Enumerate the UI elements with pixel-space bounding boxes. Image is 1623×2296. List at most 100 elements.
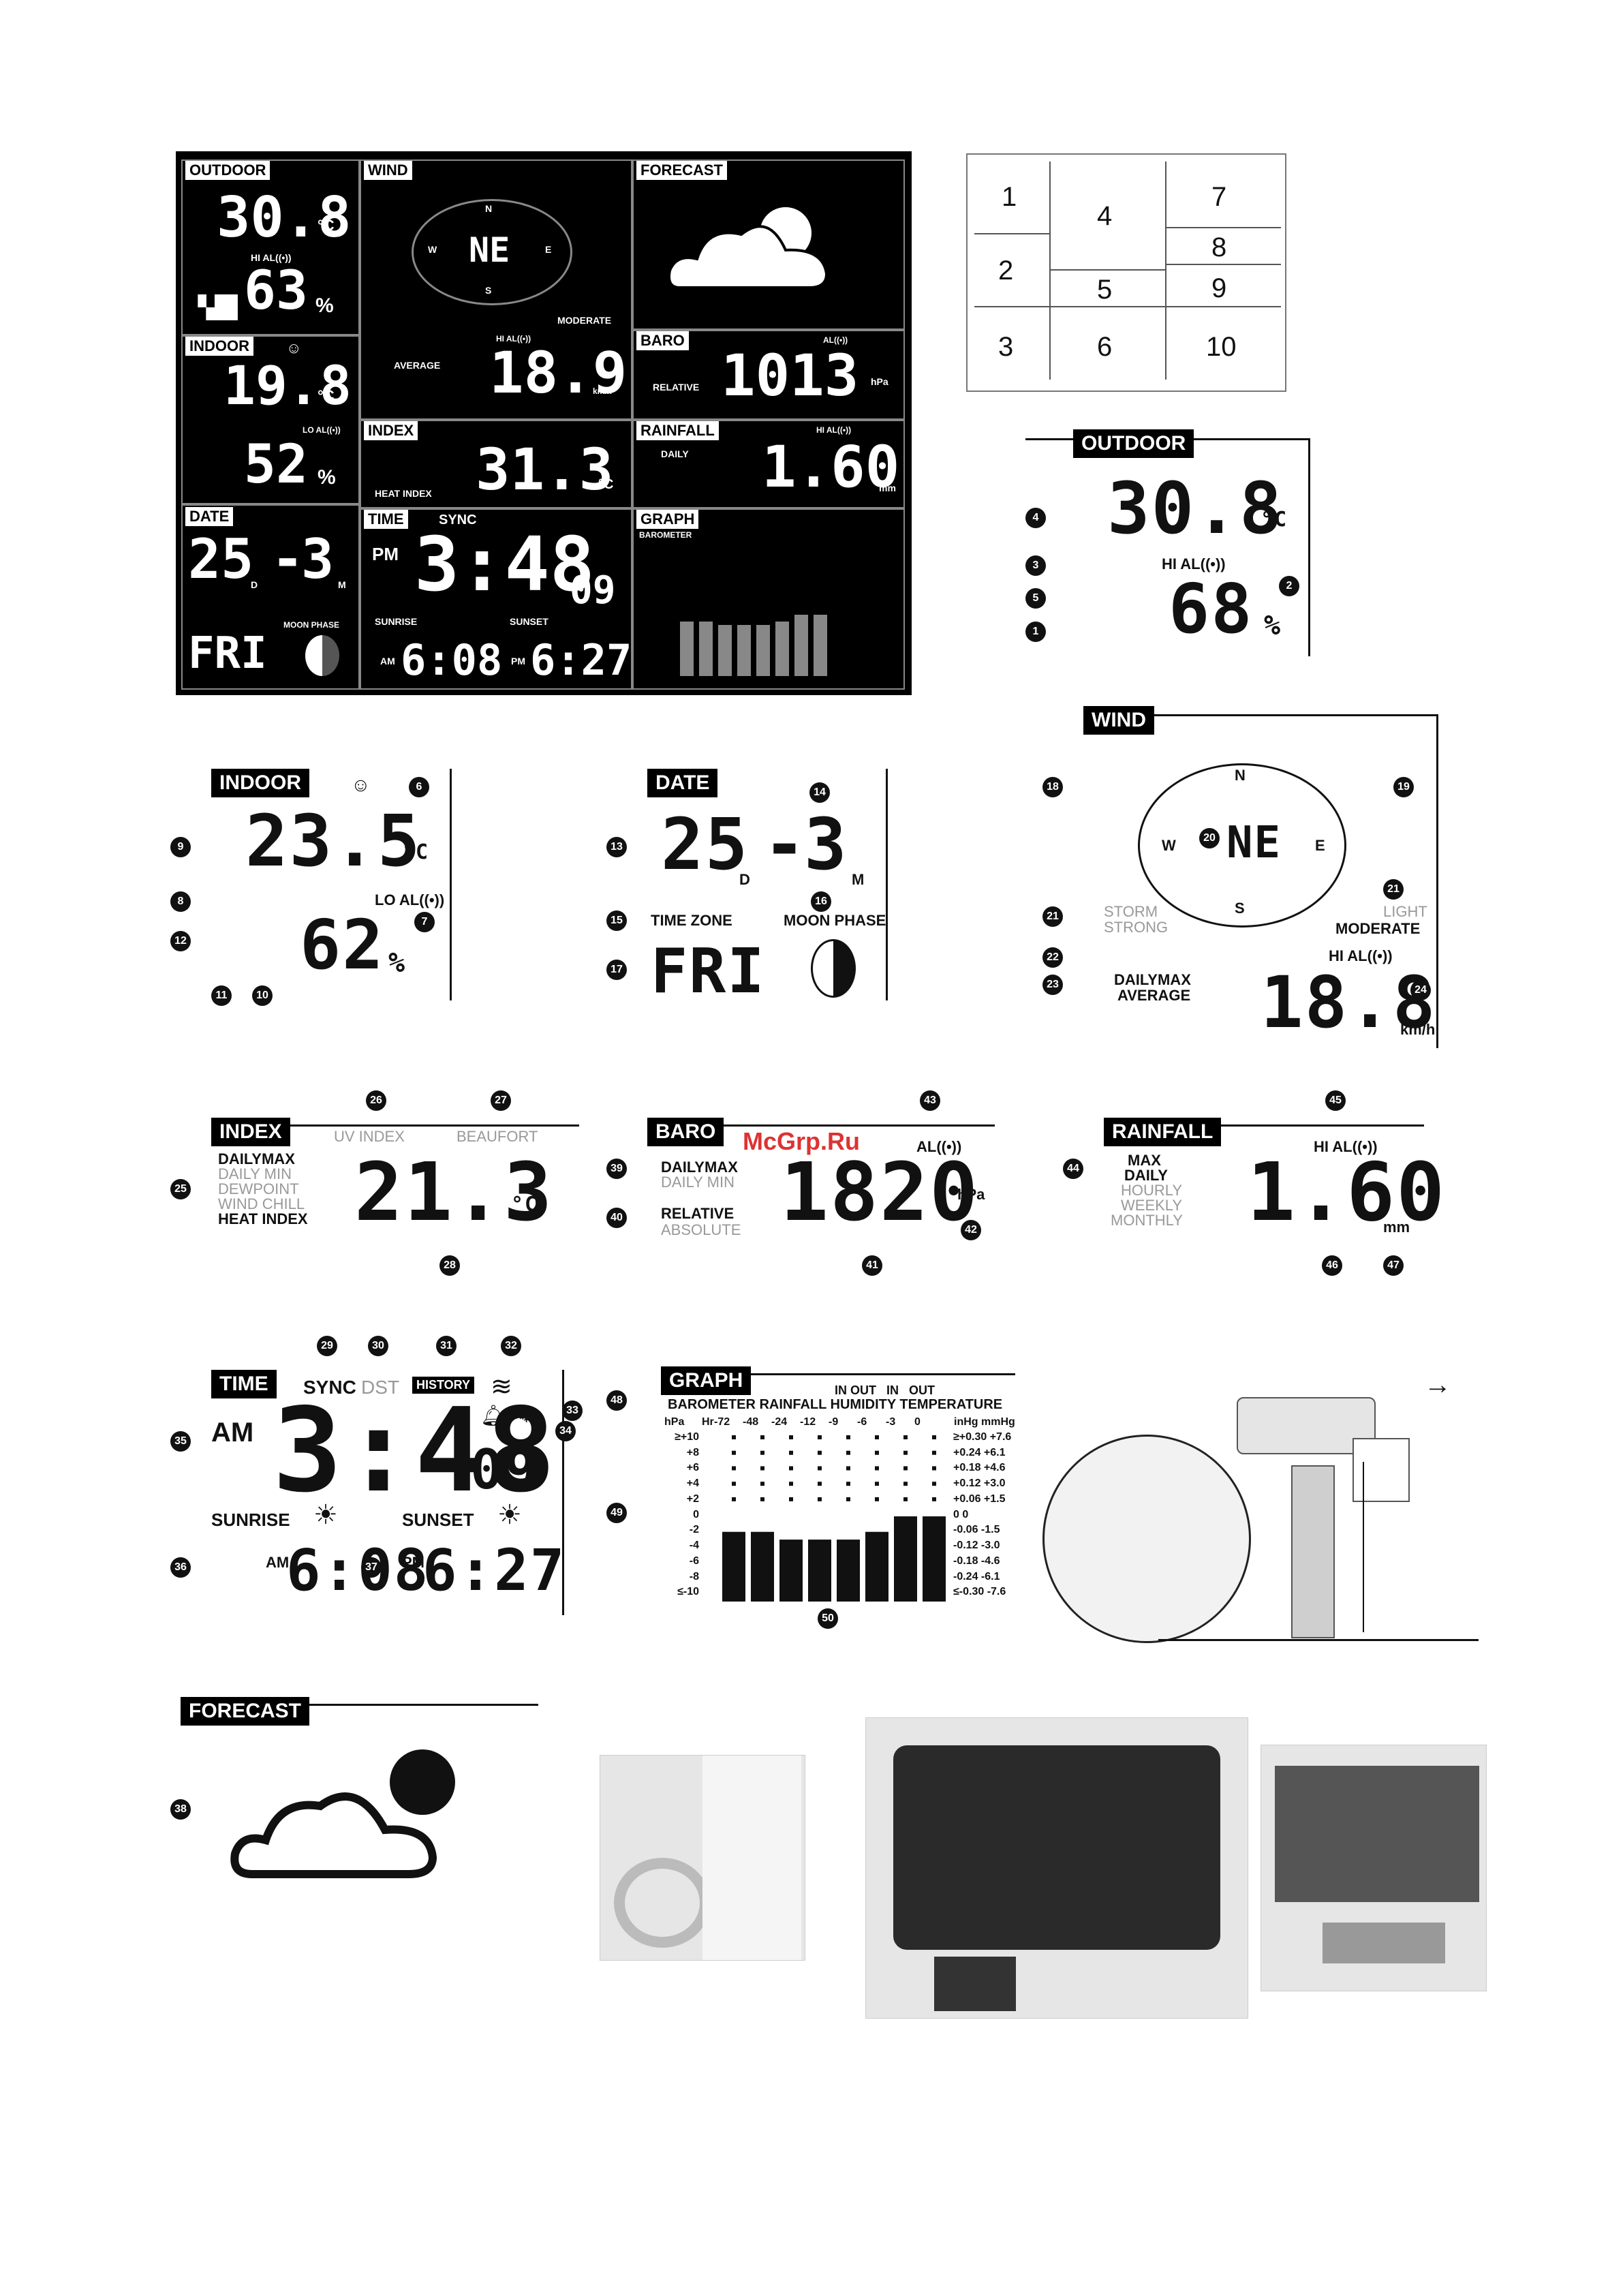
baro-label: RELATIVE — [653, 382, 699, 393]
callout-50: 50 — [818, 1608, 838, 1629]
grid-cell-1: 1 — [1002, 182, 1017, 213]
callout-33: 33 — [562, 1400, 583, 1421]
callout-15: 15 — [606, 910, 627, 931]
graph-right-tick: +0.18 +4.6 — [953, 1462, 1006, 1474]
outdoor-detail-tag: OUTDOOR — [1073, 429, 1194, 458]
graph-hr: Hr — [702, 1416, 714, 1428]
indoor-detail-unit: °C — [402, 840, 429, 864]
graph-hour-label: -3 — [886, 1416, 895, 1428]
callout-16: 16 — [811, 891, 831, 912]
forecast-detail: FORECAST 38 — [170, 1697, 552, 1901]
graph-tag: GRAPH — [636, 510, 698, 529]
graph-bar-chart — [715, 1431, 947, 1602]
graph-dot — [875, 1451, 879, 1455]
graph-dot — [903, 1497, 908, 1501]
callout-9: 9 — [170, 837, 191, 857]
graph-dot — [789, 1451, 793, 1455]
graph-dot — [846, 1466, 850, 1470]
baro-relative: RELATIVE — [661, 1205, 734, 1223]
graph-dot — [789, 1435, 793, 1439]
callout-5: 5 — [1025, 588, 1046, 609]
sunrise-ampm: AM — [380, 656, 395, 667]
indoor-detail-humidity: 62 — [300, 905, 384, 985]
callout-10: 10 — [252, 985, 273, 1006]
graph-dot — [818, 1435, 822, 1439]
graph-hour-label: -24 — [771, 1416, 787, 1428]
graph-bar — [894, 1516, 917, 1602]
callout-49: 49 — [606, 1503, 627, 1523]
wind-light: LIGHT — [1383, 903, 1427, 921]
date-day: 25 — [188, 527, 253, 591]
compass-n: N — [485, 203, 492, 214]
graph-right-tick: +0.12 +3.0 — [953, 1478, 1006, 1490]
time-detail-set-ampm: PM — [402, 1554, 424, 1572]
index-detail: INDEX UV INDEX BEAUFORT DAILYMAX DAILY M… — [170, 1090, 579, 1281]
outdoor-pct: % — [315, 294, 334, 318]
graph-hour-label: -72 — [714, 1416, 730, 1428]
date-weekday: FRI — [188, 628, 267, 679]
graph-left-tick: -6 — [690, 1555, 699, 1567]
callout-17: 17 — [606, 960, 627, 980]
graph-left-tick: 0 — [693, 1509, 699, 1521]
baro-unit: hPa — [871, 376, 888, 387]
time-ampm: PM — [372, 544, 399, 565]
graph-right-tick: -0.18 -4.6 — [953, 1555, 1000, 1567]
callout-31: 31 — [436, 1336, 457, 1356]
layout-grid-diagram: 1 2 3 4 5 6 7 8 9 10 — [966, 153, 1286, 392]
callout-39: 39 — [606, 1159, 627, 1179]
rainfall-tag: RAINFALL — [636, 421, 719, 440]
graph-hour-label: -48 — [743, 1416, 758, 1428]
callout-1: 1 — [1025, 622, 1046, 642]
date-detail-day: 25 — [661, 803, 749, 886]
graph-dot — [760, 1482, 764, 1486]
graph-dot — [760, 1466, 764, 1470]
wind-tag: WIND — [364, 161, 412, 180]
graph-dot — [932, 1497, 936, 1501]
compass-w: W — [1162, 837, 1176, 855]
callout-34: 34 — [555, 1421, 576, 1441]
battery-compartment-photo — [865, 1717, 1248, 2019]
indoor-temp: 19.8 — [223, 356, 352, 417]
indoor-detail-temp: 23.5 — [245, 799, 421, 883]
time-zone-label: TIME ZONE — [651, 912, 732, 930]
outdoor-humidity: 63 — [244, 260, 308, 322]
outdoor-detail-humidity: 68 — [1169, 569, 1253, 649]
graph-dot — [846, 1435, 850, 1439]
graph-dot — [846, 1497, 850, 1501]
graph-dot — [789, 1466, 793, 1470]
callout-11: 11 — [211, 985, 232, 1006]
date-month: 3 — [301, 527, 334, 591]
graph-detail: GRAPH IN OUT IN OUT BAROMETER RAINFALL H… — [606, 1336, 1036, 1636]
sunset-icon: ☀ — [497, 1499, 522, 1531]
baro-item-1: DAILY MIN — [661, 1174, 735, 1191]
graph-dot — [932, 1451, 936, 1455]
date-tag: DATE — [185, 507, 233, 526]
compass-s: S — [485, 285, 491, 296]
forecast-tag: FORECAST — [636, 161, 727, 180]
cloud-sun-icon — [660, 185, 864, 308]
mounting-illustration: → — [1042, 1308, 1485, 1690]
callout-47: 47 — [1383, 1255, 1404, 1276]
moon-phase-label: MOON PHASE — [283, 620, 339, 630]
time-detail-ampm: AM — [211, 1418, 253, 1448]
indoor-lo: LO AL((•)) — [303, 425, 341, 435]
sunrise-time: 6:08 — [401, 635, 502, 685]
index-detail-unit: °C — [511, 1193, 538, 1216]
graph-left-scale: ≥+10+8+6+4+20-2-4-6-8≤-10 — [661, 1431, 702, 1602]
callout-38: 38 — [170, 1799, 191, 1820]
wind-direction: NE — [469, 230, 510, 270]
graph-dot — [789, 1482, 793, 1486]
outdoor-detail-pct: % — [1264, 610, 1282, 641]
callout-3: 3 — [1025, 555, 1046, 576]
wind-detail-tag: WIND — [1083, 706, 1154, 735]
moon-icon — [305, 635, 339, 676]
callout-37: 37 — [361, 1557, 382, 1578]
callout-30: 30 — [368, 1336, 388, 1356]
graph-detail-header2: BAROMETER RAINFALL HUMIDITY TEMPERATURE — [668, 1397, 1002, 1413]
index-detail-tag: INDEX — [211, 1118, 290, 1146]
time-detail-tag: TIME — [211, 1370, 277, 1398]
baro-value: 1013 — [721, 342, 859, 409]
graph-dot — [760, 1497, 764, 1501]
outdoor-detail-temp: 30.8 — [1107, 467, 1283, 550]
graph-dot — [903, 1482, 908, 1486]
